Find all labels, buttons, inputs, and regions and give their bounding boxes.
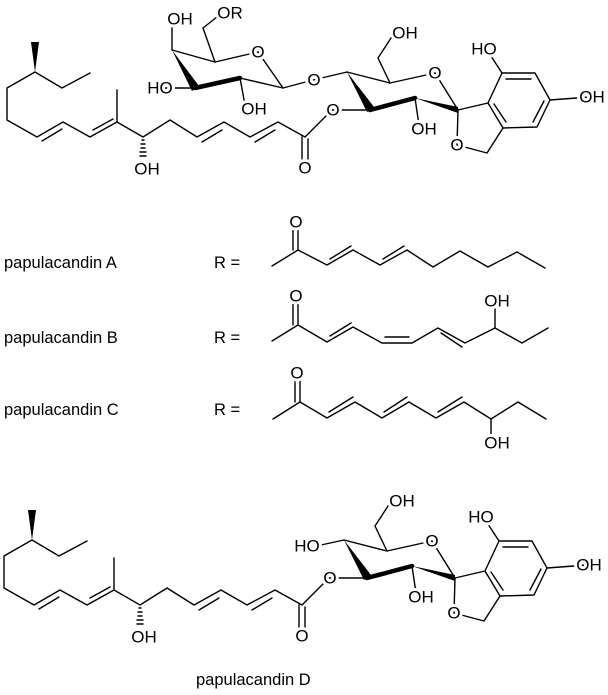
atom-label: O [425,532,438,551]
atom-label: OR [217,4,243,23]
atom-label: OH [241,100,267,119]
compound-name-a: papulacandin A [4,254,117,272]
atom-label: OH [167,10,193,29]
atom-label: O [428,64,441,83]
structure-papulacandin-d: OH O O HO OH O OH O HO OH [3,489,605,650]
compound-name-b: papulacandin B [4,329,118,347]
atom-label: OH [484,292,510,311]
atom-label: HO [294,537,320,556]
atom-label: O [289,287,302,306]
atom-label: OH [484,434,510,453]
atom-label: OH [411,120,437,139]
r-group-a: O [271,210,546,269]
r-equals-label-b: R = [214,329,240,347]
atom-label: O [298,159,311,178]
r-equals-label-c: R = [214,401,240,419]
atom-label: O [447,604,460,623]
atom-label: OH [576,556,602,575]
r-equals-label-a: R = [214,254,240,272]
compound-name-d: papulacandin D [196,671,311,689]
atom-label: O [290,364,303,383]
atom-label: OH [579,88,605,107]
atom-label: OH [408,588,434,607]
r-group-b: O OH [271,284,549,348]
atom-label: OH [131,628,157,647]
atom-label: O [251,43,264,62]
compound-name-c: papulacandin C [4,401,119,419]
atom-label: HO [468,508,494,527]
atom-label: O [450,136,463,155]
atom-label: O [326,101,339,120]
atom-label: OH [392,24,418,43]
atom-label: O [307,71,320,90]
atom-label: O [289,213,302,232]
r-group-c: O OH [272,361,547,456]
atom-label: OH [389,492,415,511]
atom-label: HO [147,79,173,98]
atom-label: OH [134,160,160,179]
atom-label: O [295,627,308,646]
atom-label: O [323,569,336,588]
core-structure-abc: OH OR O HO OH O O OH OH O O OH O HO OH [6,1,608,182]
atom-label: HO [471,40,497,59]
